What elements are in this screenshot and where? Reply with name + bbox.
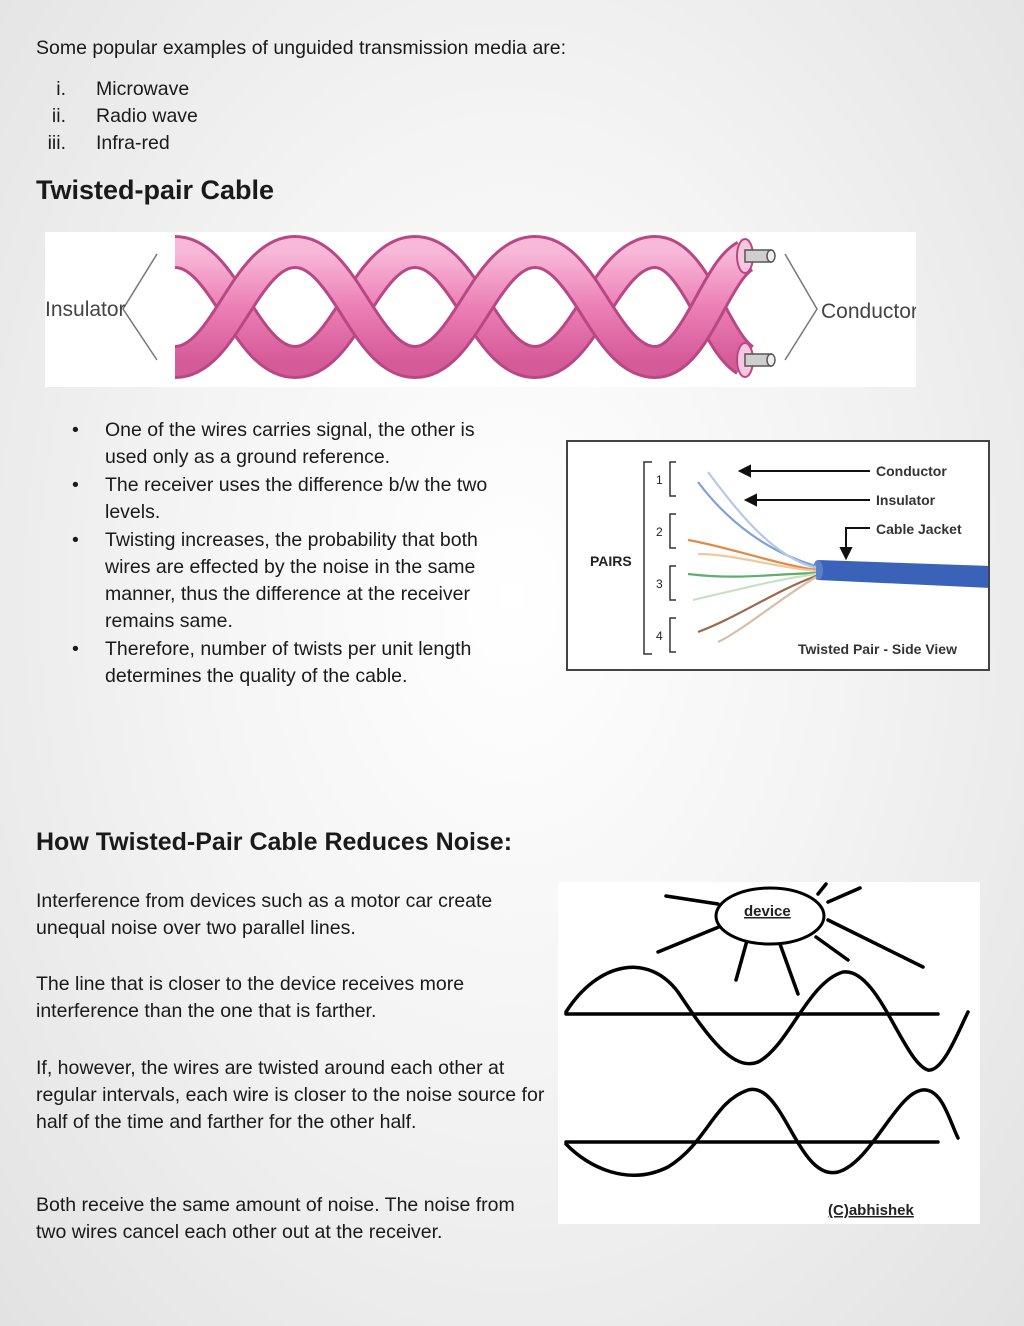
list-item: Twisting increases, the probability that… [72,527,522,635]
list-item: The receiver uses the difference b/w the… [72,472,522,526]
pair-number: 3 [656,577,663,591]
twisted-cable-figure: Insulator Conductors [45,232,928,387]
pair-number: 4 [656,629,663,643]
insulator-label: Insulator [45,298,126,321]
noise-diagram-figure: device (C)abhishek [558,882,980,1224]
list-item: One of the wires carries signal, the oth… [72,417,522,471]
paragraph: The line that is closer to the device re… [36,973,465,1022]
list-item: Therefore, number of twists per unit len… [72,636,522,690]
list-item: ii.Radio wave [51,105,198,127]
paragraph: If, however, the wires are twisted aroun… [36,1057,545,1133]
conductors-label: Conductors [821,300,916,323]
conductor-label: Conductor [876,463,947,479]
intro-text: Some popular examples of unguided transm… [36,37,567,59]
list-item: i.Microwave [56,78,190,100]
pair-number: 2 [656,525,663,539]
twisted-pair-bullets: One of the wires carries signal, the oth… [72,417,522,691]
credit-label: (C)abhishek [828,1202,915,1219]
figure-caption: Twisted Pair - Side View [798,641,957,657]
section-title-noise: How Twisted-Pair Cable Reduces Noise: [36,828,513,856]
unguided-media-list: i.Microwave ii.Radio wave iii.Infra-red [36,76,198,157]
device-label: device [744,903,791,920]
cable-jacket-label: Cable Jacket [876,521,962,537]
insulator-label: Insulator [876,492,936,508]
paragraph: Both receive the same amount of noise. T… [36,1194,515,1243]
list-item: iii.Infra-red [47,132,170,154]
twisted-pair-side-view-figure: 1 2 3 4 PAIRS Conductor Insulator Cable … [566,440,990,671]
pair-number: 1 [656,473,663,487]
paragraph: Interference from devices such as a moto… [36,890,493,939]
section-title-twisted-pair: Twisted-pair Cable [36,175,275,205]
pairs-label: PAIRS [590,553,632,569]
